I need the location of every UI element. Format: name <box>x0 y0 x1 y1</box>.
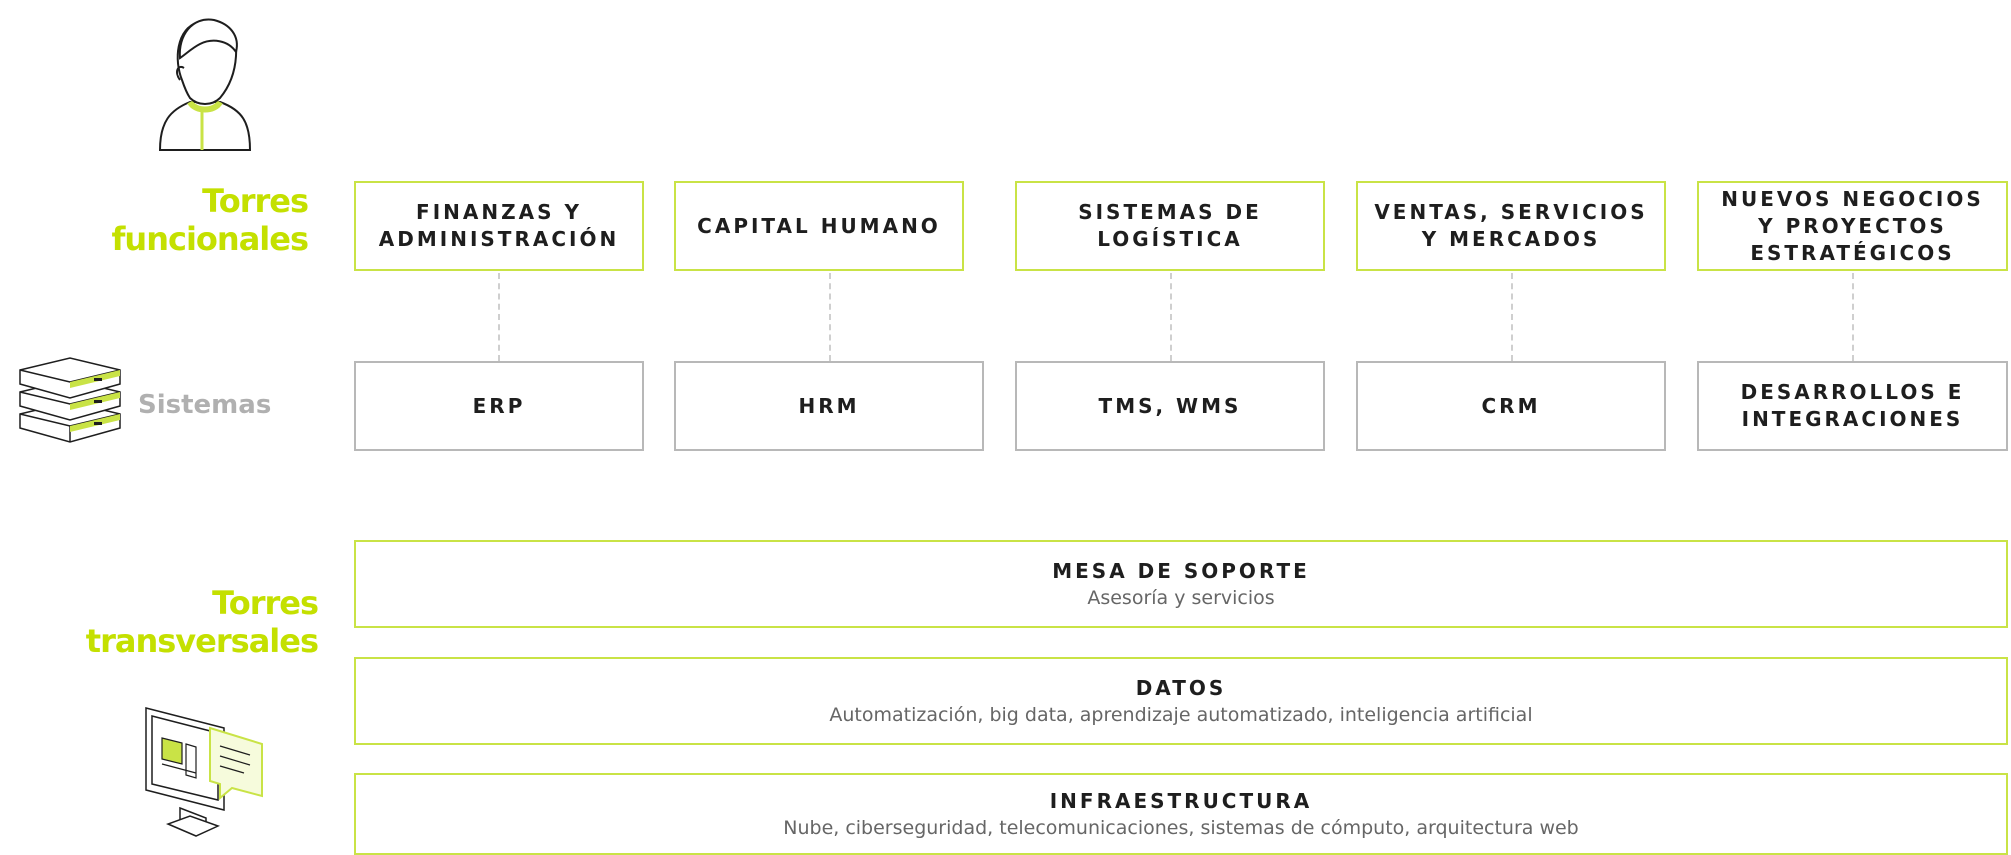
monitor-icon <box>145 707 263 837</box>
system-box-crm: CRM <box>1356 361 1666 451</box>
functional-towers-title: Torres funcionales <box>111 182 310 258</box>
tower-box-nuevos-negocios: NUEVOS NEGOCIOS Y PROYECTOS ESTRATÉGICOS <box>1697 181 2008 271</box>
connector-line <box>498 273 500 361</box>
system-box-erp: ERP <box>354 361 644 451</box>
person-icon <box>158 18 252 151</box>
band-mesa-soporte: MESA DE SOPORTE Asesoría y servicios <box>354 540 2008 628</box>
band-subtitle: Asesoría y servicios <box>1087 587 1275 609</box>
connector-line <box>1170 273 1172 361</box>
band-subtitle: Automatización, big data, aprendizaje au… <box>829 704 1533 726</box>
system-box-tms-wms: TMS, WMS <box>1015 361 1325 451</box>
tower-box-finanzas: FINANZAS Y ADMINISTRACIÓN <box>354 181 644 271</box>
band-infraestructura: INFRAESTRUCTURA Nube, ciberseguridad, te… <box>354 773 2008 855</box>
band-title: MESA DE SOPORTE <box>1052 559 1310 583</box>
band-subtitle: Nube, ciberseguridad, telecomunicaciones… <box>783 817 1579 839</box>
connector-line <box>829 273 831 361</box>
band-datos: DATOS Automatización, big data, aprendiz… <box>354 657 2008 745</box>
system-box-desarrollos: DESARROLLOS E INTEGRACIONES <box>1697 361 2008 451</box>
band-title: INFRAESTRUCTURA <box>1049 789 1313 813</box>
transversal-towers-title: Torres transversales <box>85 584 319 660</box>
server-stack-icon <box>19 357 121 443</box>
connector-line <box>1511 273 1513 361</box>
systems-label: Sistemas <box>138 390 272 420</box>
tower-box-logistica: SISTEMAS DE LOGÍSTICA <box>1015 181 1325 271</box>
band-title: DATOS <box>1135 676 1227 700</box>
tower-box-capital-humano: CAPITAL HUMANO <box>674 181 964 271</box>
connector-line <box>1852 273 1854 361</box>
tower-box-ventas: VENTAS, SERVICIOS Y MERCADOS <box>1356 181 1666 271</box>
system-box-hrm: HRM <box>674 361 984 451</box>
